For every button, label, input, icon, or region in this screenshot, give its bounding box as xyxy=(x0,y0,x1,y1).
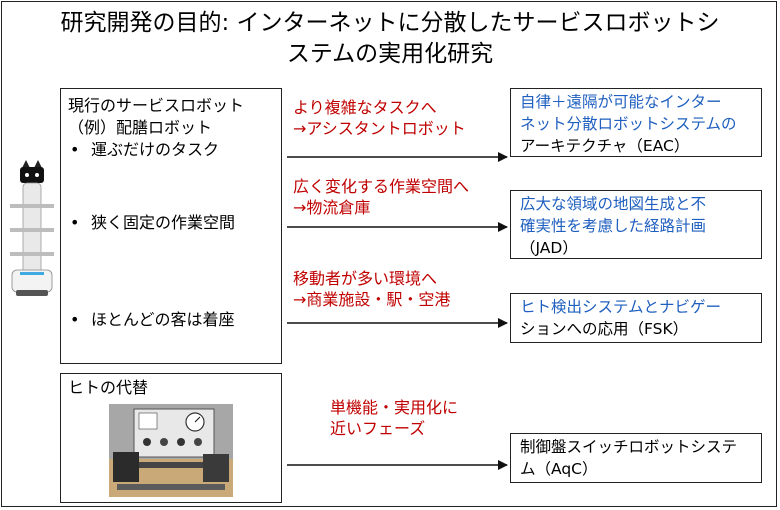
target-box-aqc: 制御盤スイッチロボットシステ ム（AqC） xyxy=(510,433,762,483)
bullet-2: 狭く固定の作業空間 xyxy=(91,213,236,232)
human-replacement-heading: ヒトの代替 xyxy=(68,378,149,397)
serving-robot-image xyxy=(10,160,54,296)
bullet-dot-3: • xyxy=(70,310,80,329)
arrow-label-2: 広く変化する作業空間へ →物流倉庫 xyxy=(293,176,469,218)
control-panel-image xyxy=(109,404,233,497)
target-box-jad: 広大な領域の地図生成と不 確実性を考慮した経路計画 （JAD） xyxy=(510,190,762,259)
bullet-1: 運ぶだけのタスク xyxy=(91,140,220,159)
arrow-label-3: 移動者が多い環境へ →商業施設・駅・空港 xyxy=(293,268,450,310)
target-fsk-line-2: ションへの応用（FSK） xyxy=(520,320,689,338)
title-line-2: ステムの実用化研究 xyxy=(286,41,494,67)
arrow-label-2-line-1: 広く変化する作業空間へ xyxy=(293,177,470,196)
target-jad-line-3: （JAD） xyxy=(520,239,578,257)
target-jad-line-2: 確実性を考慮した経路計画 xyxy=(520,217,707,235)
target-fsk-line-1: ヒト検出システムとナビゲー xyxy=(520,298,722,316)
target-aqc-line-2: ム（AqC） xyxy=(520,460,598,478)
arrow-label-2-line-2: →物流倉庫 xyxy=(293,198,371,217)
arrow-label-1-line-2: →アシスタントロボット xyxy=(293,119,466,138)
arrow-label-3-line-2: →商業施設・駅・空港 xyxy=(293,290,451,309)
arrow-label-4-line-2: 近いフェーズ xyxy=(330,419,426,438)
target-eac-line-3: アーキテクチャ（EAC） xyxy=(520,137,690,155)
page-title: 研究開発の目的: インターネットに分散したサービスロボットシ ステムの実用化研究 xyxy=(0,8,780,70)
target-aqc-line-1: 制御盤スイッチロボットシステ xyxy=(520,438,738,456)
current-robot-box: 現行のサービスロボット （例）配膳ロボット • 運ぶだけのタスク • 狭く固定の… xyxy=(60,88,282,364)
target-box-eac: 自律＋遠隔が可能なインター ネット分散ロボットシステムの アーキテクチャ（EAC… xyxy=(510,88,762,157)
title-line-1: 研究開発の目的: インターネットに分散したサービスロボットシ xyxy=(60,10,720,36)
arrow-label-1: より複雑なタスクへ →アシスタントロボット xyxy=(293,97,466,139)
human-replacement-box: ヒトの代替 xyxy=(60,373,282,503)
arrow-label-1-line-1: より複雑なタスクへ xyxy=(293,98,437,117)
example-serving-robot: （例）配膳ロボット xyxy=(68,118,213,137)
bullet-dot-1: • xyxy=(70,140,80,159)
bullet-dot-2: • xyxy=(70,213,80,232)
arrow-label-3-line-1: 移動者が多い環境へ xyxy=(293,269,438,288)
bullet-3: ほとんどの客は着座 xyxy=(91,310,235,329)
target-jad-line-1: 広大な領域の地図生成と不 xyxy=(520,195,707,213)
target-eac-line-1: 自律＋遠隔が可能なインター xyxy=(520,93,722,111)
arrow-label-4: 単機能・実用化に 近いフェーズ xyxy=(330,397,458,439)
arrow-label-4-line-1: 単機能・実用化に xyxy=(330,398,459,417)
target-eac-line-2: ネット分散ロボットシステムの xyxy=(520,115,737,133)
target-box-fsk: ヒト検出システムとナビゲー ションへの応用（FSK） xyxy=(510,293,762,343)
current-robot-heading: 現行のサービスロボット xyxy=(68,96,245,115)
